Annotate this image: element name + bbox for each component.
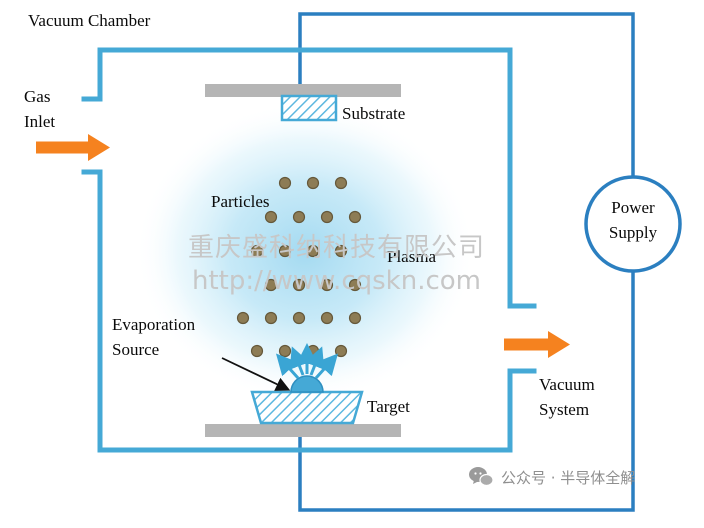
wechat-icon — [469, 467, 494, 487]
particle — [348, 311, 362, 325]
particle — [334, 244, 348, 258]
target-block — [250, 390, 364, 425]
top-electrode-plate — [205, 84, 401, 97]
label-power-supply: Power Supply — [608, 198, 658, 242]
label-particles: Particles — [211, 192, 270, 211]
particle — [278, 344, 292, 358]
particle — [320, 311, 334, 325]
label-target: Target — [367, 397, 410, 416]
label-plasma: Plasma — [387, 247, 437, 266]
watermark-url: http://www.cqskn.com — [192, 266, 481, 296]
power-supply-circle — [584, 175, 682, 273]
chamber-wall-left-lower — [81, 169, 103, 453]
particle — [334, 344, 348, 358]
label-vacuum-chamber: Vacuum Chamber — [28, 11, 151, 30]
evaporation-source-pointer-arrow — [221, 357, 291, 391]
particle — [250, 344, 264, 358]
particle — [292, 210, 306, 224]
gas-inlet-arrow — [36, 134, 110, 161]
footer-credit: 公众号 · 半导体全解 — [468, 466, 635, 488]
particle — [320, 210, 334, 224]
particle — [306, 344, 320, 358]
particle — [320, 278, 334, 292]
chamber-wall-right-lower — [507, 368, 537, 453]
bottom-electrode-plate — [205, 424, 401, 437]
label-vacuum-system: Vacuum System — [539, 375, 595, 419]
vacuum-system-arrow — [504, 331, 570, 358]
particle — [250, 244, 264, 258]
particle — [348, 278, 362, 292]
wire-bottom — [298, 272, 635, 512]
chamber-wall-right-upper — [507, 47, 537, 309]
particle — [278, 176, 292, 190]
particle — [264, 311, 278, 325]
particle — [264, 278, 278, 292]
particle — [306, 176, 320, 190]
watermark-company: 重庆盛科纳科技有限公司 — [188, 233, 486, 263]
particle — [264, 210, 278, 224]
chamber-wall-left-upper — [81, 47, 103, 102]
particle — [306, 244, 320, 258]
particle — [236, 311, 250, 325]
footer-credit-text: 公众号 · 半导体全解 — [501, 468, 636, 487]
label-substrate: Substrate — [342, 104, 406, 123]
particle — [278, 244, 292, 258]
plasma-glow — [135, 102, 475, 402]
evaporation-source-dome — [290, 375, 324, 393]
label-evaporation-source: Evaporation Source — [112, 315, 196, 359]
particle — [334, 176, 348, 190]
evaporation-spray-arrows — [275, 343, 339, 380]
label-gas-inlet: Gas Inlet — [24, 87, 56, 131]
particle — [348, 210, 362, 224]
particle — [292, 311, 306, 325]
substrate-block — [280, 94, 338, 122]
particle — [292, 278, 306, 292]
